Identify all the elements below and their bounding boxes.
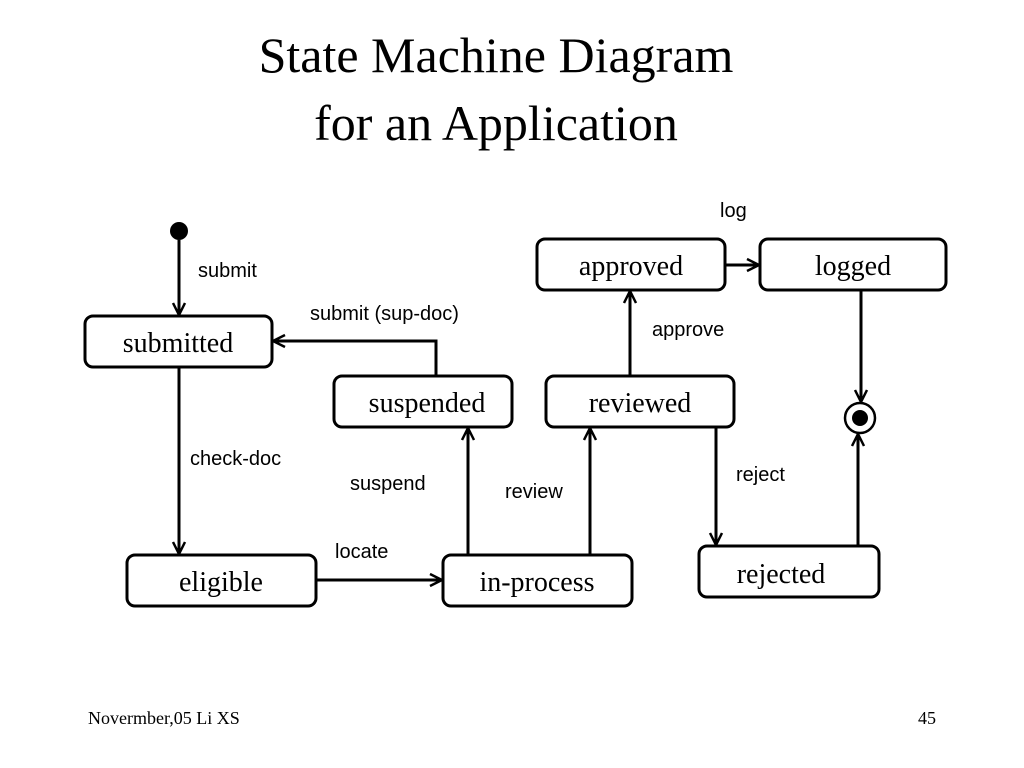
state-rejected-label: rejected (737, 559, 826, 590)
footer-page-number: 45 (918, 708, 936, 728)
state-in-process: in-process (441, 553, 634, 608)
label-submit: submit (198, 260, 257, 282)
state-approved-label: approved (579, 251, 683, 282)
initial-state-node (170, 222, 188, 240)
state-eligible: eligible (125, 553, 318, 608)
state-suspended-label: suspended (369, 388, 486, 419)
label-locate: locate (335, 541, 388, 563)
state-rejected: rejected (697, 544, 881, 599)
state-approved: approved (535, 237, 727, 292)
label-review: review (505, 481, 563, 503)
label-log: log (720, 200, 747, 222)
label-submit-sup-doc: submit (sup-doc) (310, 303, 459, 325)
state-reviewed: reviewed (544, 374, 736, 429)
state-submitted-label: submitted (123, 328, 233, 359)
slide-title-line1: State Machine Diagram (259, 27, 734, 83)
label-suspend: suspend (350, 473, 426, 495)
edge-suspended-to-submitted (273, 341, 438, 376)
state-in-process-label: in-process (479, 567, 594, 598)
label-check-doc: check-doc (190, 448, 281, 470)
label-reject: reject (736, 464, 785, 486)
state-reviewed-label: reviewed (589, 388, 692, 419)
footer-date-author: Novermber,05 Li XS (88, 708, 240, 728)
state-logged: logged (758, 237, 948, 292)
state-eligible-label: eligible (179, 567, 263, 598)
state-submitted: submitted (83, 314, 274, 369)
state-suspended: suspended (332, 374, 514, 429)
label-approve: approve (652, 319, 724, 341)
slide-title-line2: for an Application (314, 95, 678, 151)
final-state-node (843, 401, 877, 435)
state-logged-label: logged (815, 251, 891, 282)
